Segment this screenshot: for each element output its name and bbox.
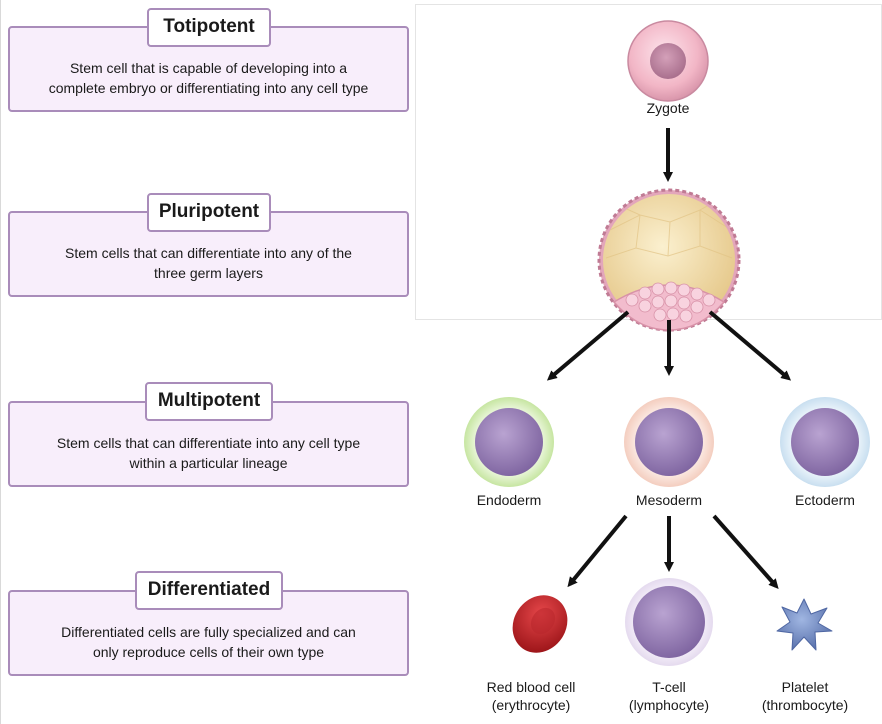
multipotent-description-line1: Stem cells that can differentiate into a… [56,435,361,451]
frame-edge [0,0,1,724]
mesoderm-cell [624,397,714,487]
totipotent-title: Totipotent [147,8,271,47]
multipotent-description: Stem cells that can differentiate into a… [16,433,401,473]
arrow-to-platelet [712,514,779,589]
ectoderm-label: Ectoderm [795,492,855,508]
ectoderm-cell [780,397,870,487]
t-cell [625,578,713,666]
mesoderm-label: Mesoderm [635,492,703,508]
platelet-label-line1: Platelet [781,679,829,695]
blastocyst-cell [597,188,741,332]
pluripotent-description: Stem cells that can differentiate into a… [16,243,401,283]
totipotent-description-line1: Stem cell that is capable of developing … [69,60,348,76]
platelet-label-line2: (thrombocyte) [761,697,849,713]
t-cell-label-line1: T-cell [652,679,686,695]
platelet-cell [776,598,833,651]
zygote-label: Zygote [646,100,690,116]
multipotent-description-line2: within a particular lineage [129,455,288,471]
arrow-to-ectoderm [708,310,792,381]
differentiated-title: Differentiated [135,571,283,610]
red-blood-cell-label-line1: Red blood cell [486,679,576,695]
red-blood-cell-label-line2: (erythrocyte) [491,697,571,713]
totipotent-description-line2: complete embryo or differentiating into … [48,80,369,96]
platelet-label: Platelet (thrombocyte) [762,678,848,714]
t-cell-label: T-cell (lymphocyte) [629,678,709,714]
endoderm-label: Endoderm [476,492,542,508]
multipotent-title: Multipotent [145,382,273,421]
red-blood-cell [512,595,568,653]
red-blood-cell-label: Red blood cell (erythrocyte) [487,678,576,714]
differentiated-description-line2: only reproduce cells of their own type [92,644,325,660]
pluripotent-title: Pluripotent [147,193,271,232]
arrow-to-red-blood-cell [567,514,628,588]
endoderm-cell [464,397,554,487]
pluripotent-description-line1: Stem cells that can differentiate into a… [65,245,352,261]
zygote-cell [627,20,709,102]
differentiated-description-line1: Differentiated cells are fully specializ… [61,624,356,640]
pluripotent-description-line2: three germ layers [154,265,263,281]
t-cell-label-line2: (lymphocyte) [628,697,710,713]
lineage-arrows [546,128,792,589]
arrow-to-endoderm [546,310,630,381]
differentiated-description: Differentiated cells are fully specializ… [16,622,401,662]
totipotent-description: Stem cell that is capable of developing … [16,58,401,98]
